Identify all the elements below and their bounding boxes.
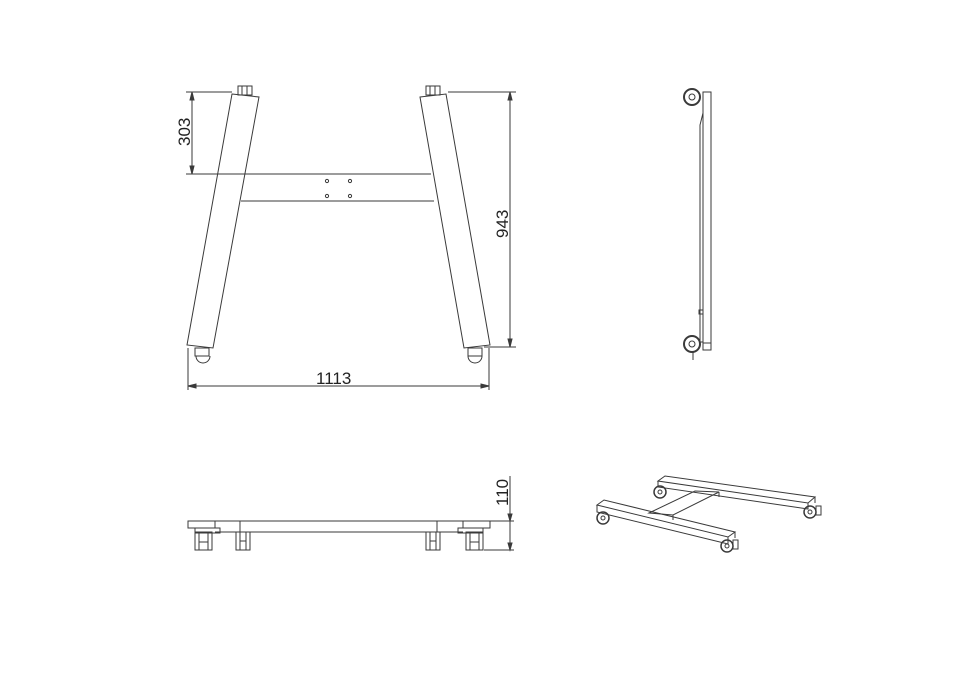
dimension-943 xyxy=(448,91,516,348)
iso-caster xyxy=(803,505,822,519)
iso-caster xyxy=(596,511,610,525)
crossbar xyxy=(241,173,434,202)
left-leg xyxy=(186,85,260,364)
dimension-303 xyxy=(186,91,243,175)
dim-label-303: 303 xyxy=(175,118,194,146)
bottom-caster xyxy=(683,335,701,360)
elevation-view xyxy=(187,476,514,552)
front-view xyxy=(186,85,516,390)
dim-label-943: 943 xyxy=(493,210,512,238)
side-view xyxy=(683,88,712,360)
iso-caster xyxy=(653,485,667,499)
top-caster xyxy=(683,88,701,106)
dimension-110 xyxy=(484,476,514,552)
right-leg xyxy=(419,85,491,364)
dim-label-1113: 1113 xyxy=(316,369,351,388)
dim-label-110: 110 xyxy=(493,479,512,506)
iso-caster xyxy=(720,539,739,553)
dimension-1113 xyxy=(187,348,490,390)
isometric-view xyxy=(595,475,822,553)
